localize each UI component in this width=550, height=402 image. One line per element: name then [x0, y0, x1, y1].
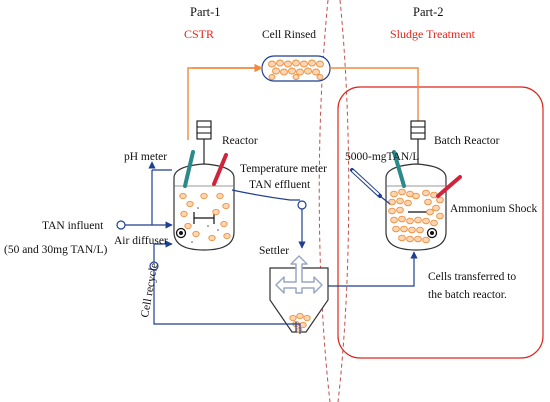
batch-cells	[388, 188, 444, 244]
temperature-meter-label: Temperature meter	[240, 163, 327, 175]
sludge-treatment-label: Sludge Treatment	[390, 27, 476, 41]
batch-reactor	[350, 120, 462, 251]
ph-meter-label: pH meter	[124, 151, 167, 163]
syringe-icon	[350, 168, 391, 205]
rinsed-cells	[268, 59, 324, 80]
settler	[269, 255, 329, 333]
orange-flow	[187, 63, 423, 140]
ammonium-shock-label: Ammonium Shock	[450, 203, 537, 215]
air-diffuser-label: Air diffuser	[114, 235, 168, 247]
tan-influent-label: TAN influent	[42, 220, 104, 232]
part1-label: Part-1	[190, 5, 221, 19]
tan-effluent-label: TAN effluent	[249, 179, 311, 191]
concentration-5000-label: 5000-mgTAN/L	[345, 151, 419, 163]
batch-reactor-label: Batch Reactor	[434, 135, 500, 147]
cells-transferred-label-line2: the batch reactor.	[428, 289, 507, 301]
reactor-label: Reactor	[222, 135, 258, 147]
influent-concentration-label: (50 and 30mg TAN/L)	[4, 244, 107, 256]
sludge-treatment-box	[337, 86, 544, 359]
four-way-arrow-icon	[275, 255, 323, 294]
settler-label: Settler	[259, 245, 289, 257]
cstr-label: CSTR	[184, 27, 214, 41]
cell-rinsed-label: Cell Rinsed	[262, 29, 316, 41]
cstr-reactor	[173, 120, 235, 251]
cells-transferred-label-line1: Cells transferred to	[428, 271, 516, 283]
cell-recycle-label: Cell recycle	[139, 262, 160, 318]
part2-label: Part-2	[413, 5, 444, 19]
blue-flow	[116, 161, 418, 334]
cell-rinsed-capsule	[261, 55, 331, 82]
